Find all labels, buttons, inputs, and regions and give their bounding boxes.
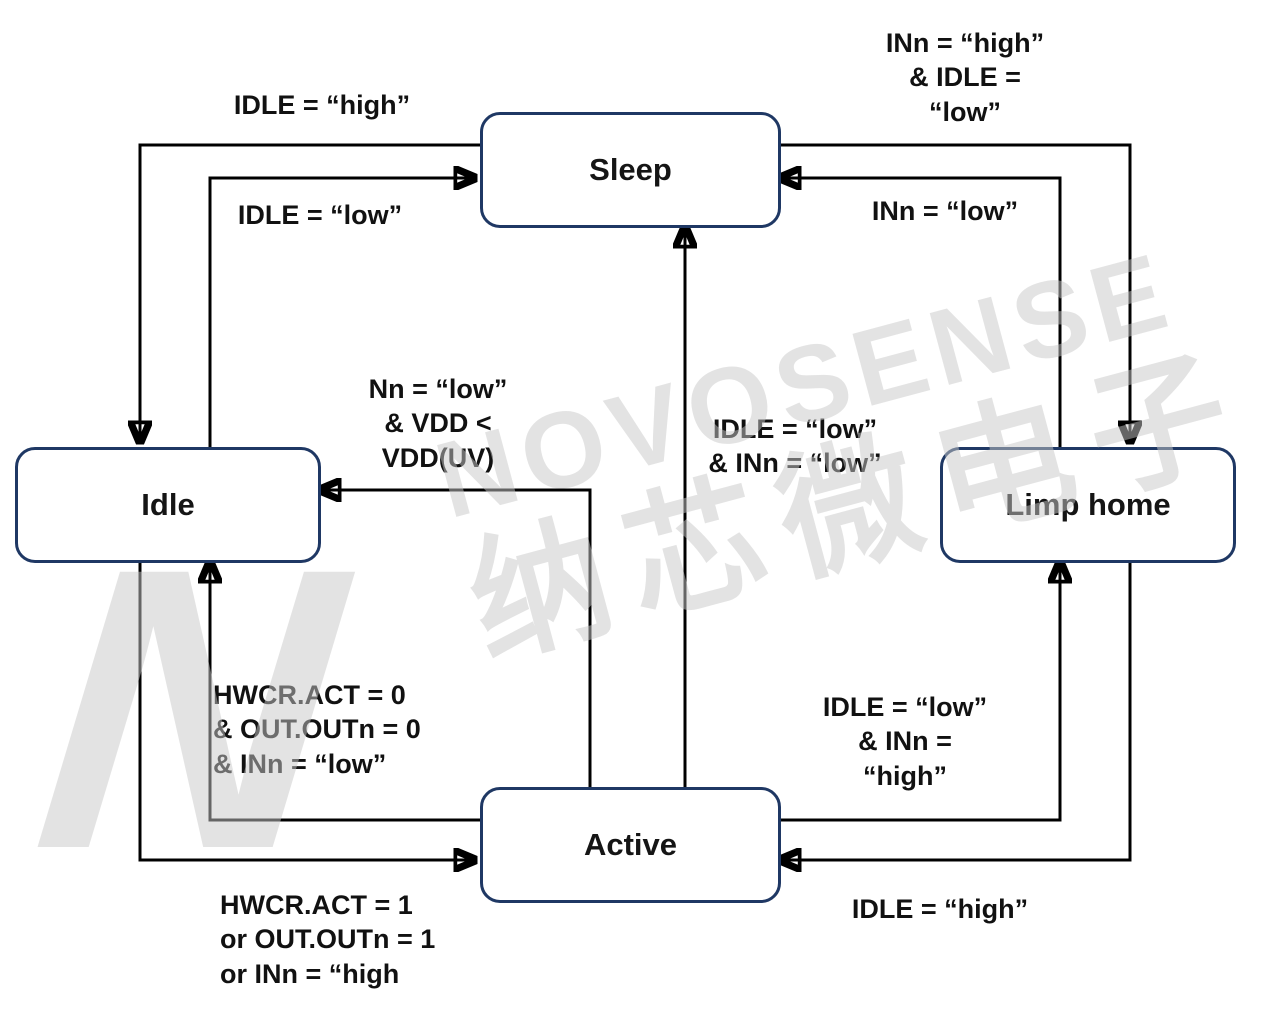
label-sleep-to-idle: IDLE = “high” <box>233 90 411 120</box>
label-limp-home-to-sleep: INn = “low” <box>871 196 1019 226</box>
arrow-active-to-idle-undervoltage <box>321 490 592 787</box>
label-active-to-idle-undervoltage: Nn = “low” & VDD < VDD(UV) <box>368 374 508 473</box>
arrow-sleep-to-limp-home <box>775 143 1130 441</box>
state-limp-home: Limp home <box>940 447 1236 563</box>
state-active-label: Active <box>583 827 678 862</box>
label-active-to-sleep: IDLE = “low” & INn = “low” <box>708 414 882 479</box>
label-limp-home-to-active: IDLE = “high” <box>851 894 1029 924</box>
arrow-active-to-limp-home <box>775 563 1060 822</box>
label-idle-to-sleep: IDLE = “low” <box>237 200 403 230</box>
state-idle-label: Idle <box>141 487 195 522</box>
state-sleep-label: Sleep <box>589 152 672 187</box>
state-limp-home-label: Limp home <box>1005 487 1171 522</box>
arrow-idle-to-active <box>138 557 474 860</box>
arrow-idle-to-sleep <box>208 178 474 447</box>
state-sleep: Sleep <box>480 112 781 228</box>
label-sleep-to-limp-home: INn = “high” & IDLE = “low” <box>885 28 1045 127</box>
arrow-limp-home-to-sleep <box>781 178 1062 447</box>
state-idle: Idle <box>15 447 321 563</box>
label-idle-to-active: HWCR.ACT = 1 or OUT.OUTn = 1 or INn = “h… <box>220 890 436 989</box>
label-active-to-idle: HWCR.ACT = 0 & OUT.OUTn = 0 & INn = “low… <box>213 680 421 779</box>
arrow-sleep-to-idle <box>140 143 480 441</box>
arrow-active-to-idle <box>210 563 480 822</box>
arrow-limp-home-to-active <box>781 557 1132 860</box>
state-active: Active <box>480 787 781 903</box>
label-active-to-limp-home: IDLE = “low” & INn = “high” <box>822 692 988 791</box>
